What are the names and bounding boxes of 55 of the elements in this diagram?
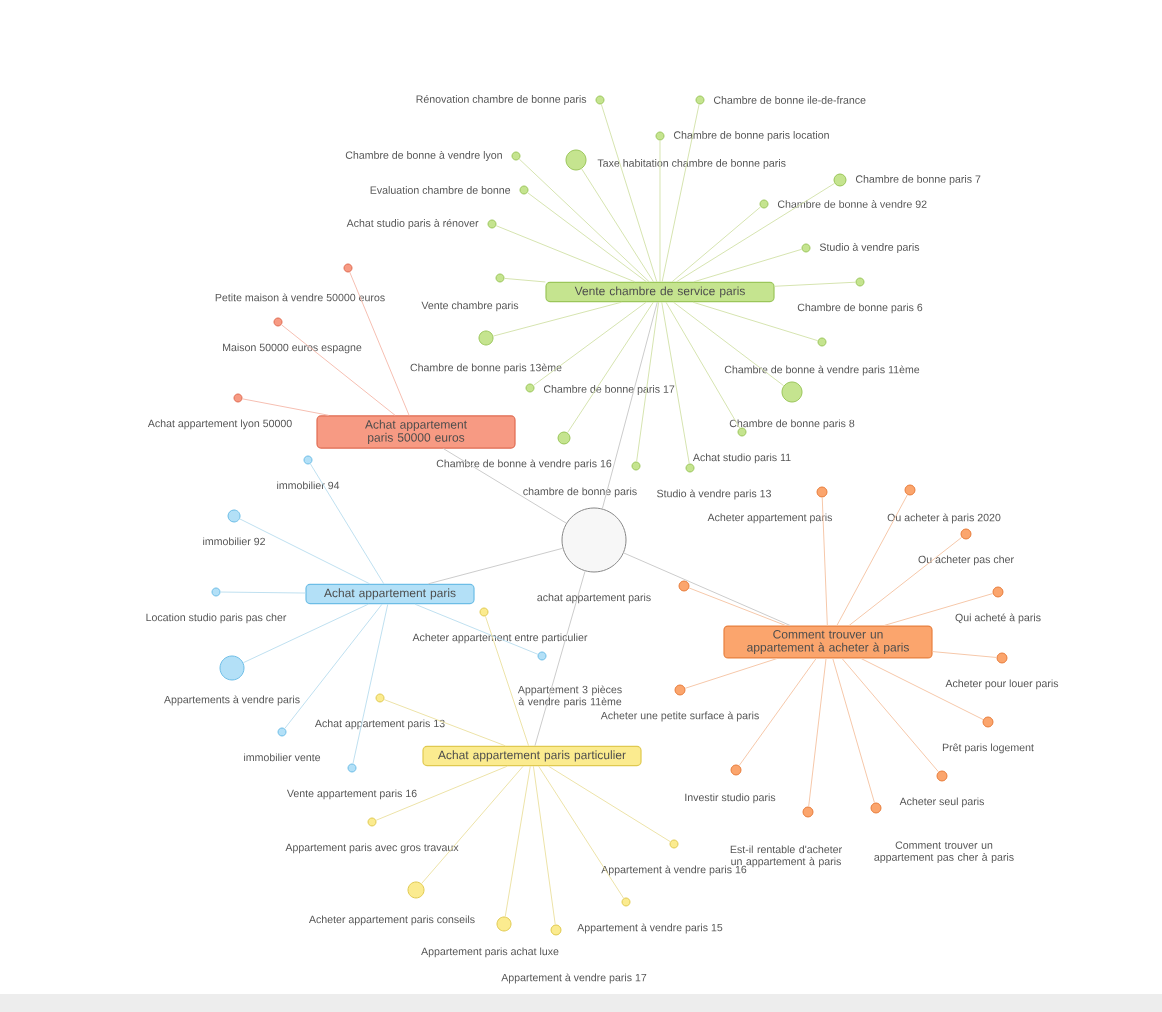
connector-line — [518, 158, 650, 283]
connector-line — [309, 463, 385, 585]
connector-line — [808, 658, 827, 807]
connector-line — [600, 103, 658, 283]
connector-line — [860, 658, 984, 720]
connector-line — [428, 547, 564, 585]
connector-line — [414, 603, 539, 655]
connector-line — [821, 497, 828, 626]
connector-line — [693, 248, 803, 283]
connector-line — [832, 658, 875, 804]
connector-line — [242, 603, 369, 664]
connector-line — [567, 301, 654, 434]
connector-line — [547, 765, 671, 843]
connector-line — [675, 182, 835, 283]
connector-line — [495, 225, 636, 283]
connector-line — [484, 615, 530, 747]
connector-line — [636, 301, 660, 463]
connector-line — [836, 494, 908, 626]
connector-line — [932, 651, 997, 658]
connector-line — [623, 552, 791, 626]
connector-line — [349, 271, 410, 416]
connector-line — [352, 603, 389, 765]
connector-line — [848, 536, 963, 626]
connector-line — [581, 168, 654, 283]
connector-line — [284, 603, 383, 729]
connector-line — [527, 192, 647, 283]
connector-line — [421, 765, 524, 885]
connector-line — [504, 277, 546, 283]
connector-line — [220, 591, 306, 594]
connector-line — [492, 301, 622, 337]
connector-line — [688, 587, 786, 626]
connector-line — [375, 765, 508, 821]
connector-line — [684, 658, 778, 689]
connector-line — [659, 140, 661, 283]
connector-line — [672, 301, 785, 387]
connector-line — [504, 765, 531, 918]
connector-line — [443, 448, 567, 524]
connector-line — [538, 765, 625, 899]
connector-line — [738, 658, 817, 766]
connector-line — [883, 593, 994, 626]
connector-line — [661, 301, 690, 465]
connector-line — [533, 301, 647, 386]
connector-line — [239, 518, 371, 585]
connector-line — [534, 570, 586, 747]
connector-line — [601, 301, 658, 510]
connector-line — [774, 281, 856, 287]
connector-line — [281, 324, 396, 416]
connector-line — [661, 103, 700, 283]
connector-line — [671, 206, 762, 283]
connector-line — [692, 301, 819, 342]
connector-line — [383, 699, 506, 747]
connector-line — [241, 398, 330, 416]
connector-line — [841, 658, 939, 773]
connector-line — [665, 301, 741, 429]
connector-line — [532, 765, 556, 926]
